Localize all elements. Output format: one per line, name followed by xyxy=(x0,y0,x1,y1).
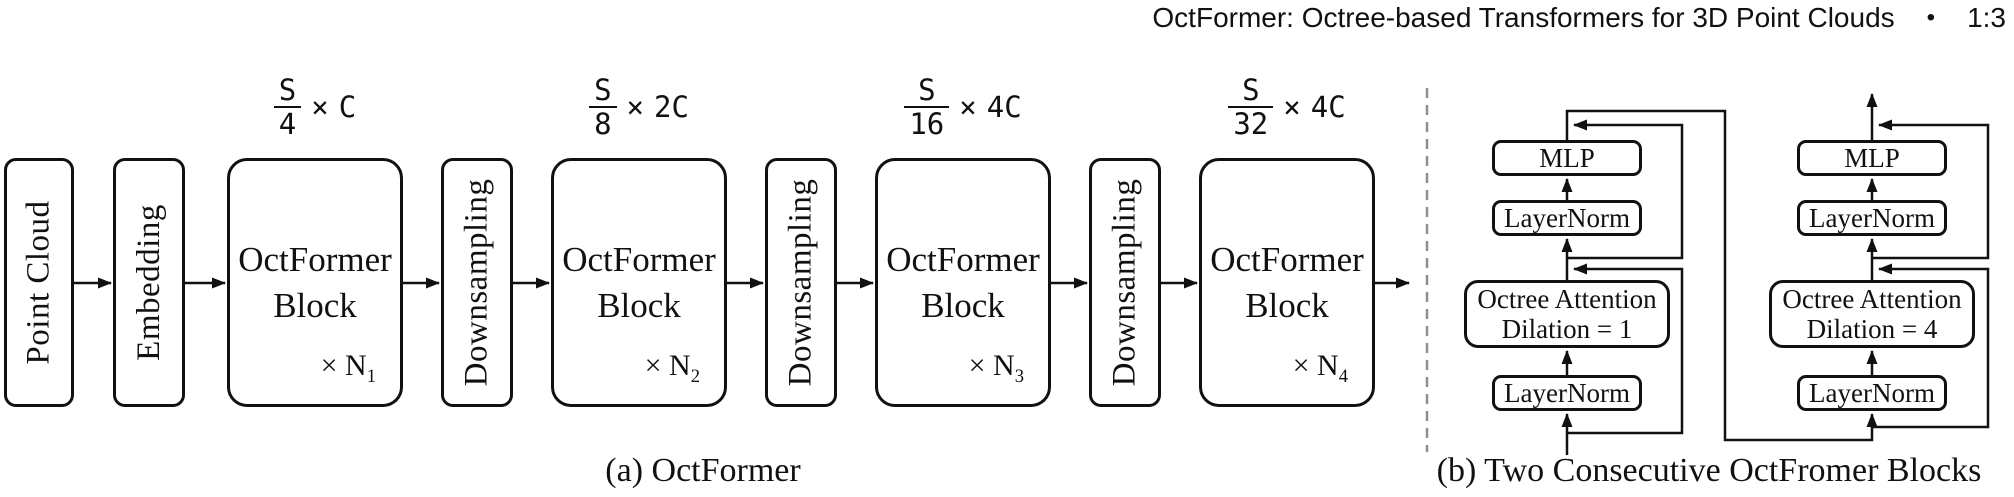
page-number: 1:3 xyxy=(1967,2,2006,33)
octformer-block-1: OctFormer Block × N1 xyxy=(227,158,403,407)
mlp-label: MLP xyxy=(1539,142,1595,173)
block-repeat-label: × N3 xyxy=(969,349,1024,388)
layernorm-label: LayerNorm xyxy=(1809,377,1935,408)
scale-label-2: S 8 × 2C xyxy=(549,62,729,152)
b-right-attention-box: Octree Attention Dilation = 4 xyxy=(1769,280,1975,348)
octformer-block-2: OctFormer Block × N2 xyxy=(551,158,727,407)
repeat-subscript: 2 xyxy=(690,366,700,387)
embedding-box: Embedding xyxy=(113,158,185,407)
block-label-line1: OctFormer xyxy=(886,239,1040,279)
b-right-layernorm-bottom-box: LayerNorm xyxy=(1797,375,1947,411)
block-label-line2: Block xyxy=(597,285,681,325)
octformer-block-3: OctFormer Block × N3 xyxy=(875,158,1051,407)
fraction-4: S 32 xyxy=(1228,73,1274,139)
layernorm-label: LayerNorm xyxy=(1504,377,1630,408)
b-right-residual-mlp xyxy=(1872,119,1990,260)
downsampling-label: Downsampling xyxy=(458,178,495,387)
b-left-layernorm-bottom-box: LayerNorm xyxy=(1492,375,1642,411)
fraction-numerator: S xyxy=(1242,73,1260,108)
attention-label-line1: Octree Attention xyxy=(1477,284,1657,314)
scale-label-3: S 16 × 4C xyxy=(873,62,1053,152)
block-label-line2: Block xyxy=(273,285,357,325)
repeat-subscript: 3 xyxy=(1014,366,1024,387)
octformer-block-4: OctFormer Block × N4 xyxy=(1199,158,1375,407)
mlp-label: MLP xyxy=(1844,142,1900,173)
channel-label: 2C xyxy=(654,90,689,124)
repeat-text: × N xyxy=(1292,349,1339,382)
page-header: OctFormer: Octree-based Transformers for… xyxy=(1152,2,2006,34)
repeat-subscript: 1 xyxy=(366,366,376,387)
attention-label-line1: Octree Attention xyxy=(1782,284,1962,314)
downsampling-box-3: Downsampling xyxy=(1089,158,1161,407)
fraction-numerator: S xyxy=(594,73,612,108)
b-left-mlp-box: MLP xyxy=(1492,140,1642,176)
downsampling-label: Downsampling xyxy=(1106,178,1143,387)
caption-a: (a) OctFormer xyxy=(605,452,801,489)
channel-label: 4C xyxy=(986,90,1022,124)
b-right-wires xyxy=(1866,93,1990,429)
layernorm-label: LayerNorm xyxy=(1504,202,1630,233)
block-label-line1: OctFormer xyxy=(1210,239,1364,279)
b-left-wires xyxy=(1561,109,1878,455)
times-sign: × xyxy=(959,90,977,124)
fraction-numerator: S xyxy=(278,73,297,108)
block-label-line2: Block xyxy=(921,285,1005,325)
layernorm-label: LayerNorm xyxy=(1809,202,1935,233)
downsampling-label: Downsampling xyxy=(782,178,819,387)
fraction-denominator: 16 xyxy=(904,105,950,139)
fraction-3: S 16 xyxy=(904,73,950,139)
scale-label-1: S 4 × C xyxy=(225,62,405,152)
point-cloud-box: Point Cloud xyxy=(4,158,74,407)
attention-dilation-label: Dilation = 4 xyxy=(1806,314,1938,344)
separator-dot: • xyxy=(1926,4,1936,31)
downsampling-box-1: Downsampling xyxy=(441,158,513,407)
embedding-label: Embedding xyxy=(130,204,167,361)
block-repeat-label: × N1 xyxy=(321,349,376,388)
downsampling-box-2: Downsampling xyxy=(765,158,837,407)
times-sign: × xyxy=(626,90,644,124)
block-label-line1: OctFormer xyxy=(562,239,716,279)
times-sign: × xyxy=(311,90,329,124)
fraction-1: S 4 xyxy=(273,73,302,139)
fraction-denominator: 8 xyxy=(589,105,617,139)
scale-label-4: S 32 × 4C xyxy=(1197,62,1377,152)
repeat-text: × N xyxy=(644,349,691,382)
channel-label: C xyxy=(338,90,357,124)
b-left-attention-box: Octree Attention Dilation = 1 xyxy=(1464,280,1670,348)
repeat-text: × N xyxy=(320,349,367,382)
b-left-residual-attention xyxy=(1567,263,1684,435)
repeat-text: × N xyxy=(968,349,1015,382)
block-repeat-label: × N2 xyxy=(645,349,700,388)
b-right-residual-attention xyxy=(1872,263,1990,429)
attention-dilation-label: Dilation = 1 xyxy=(1501,314,1633,344)
times-sign: × xyxy=(1283,90,1301,124)
block-repeat-label: × N4 xyxy=(1293,349,1348,388)
caption-b: (b) Two Consecutive OctFromer Blocks xyxy=(1436,452,1982,489)
paper-title: OctFormer: Octree-based Transformers for… xyxy=(1152,2,1895,33)
block-label-line1: OctFormer xyxy=(238,239,392,279)
fraction-denominator: 32 xyxy=(1228,105,1274,139)
b-right-layernorm-top-box: LayerNorm xyxy=(1797,200,1947,236)
b-interblock-connection xyxy=(1565,109,1878,442)
block-label-line2: Block xyxy=(1245,285,1329,325)
b-right-mlp-box: MLP xyxy=(1797,140,1947,176)
fraction-numerator: S xyxy=(918,73,936,108)
point-cloud-label: Point Cloud xyxy=(20,200,57,365)
fraction-denominator: 4 xyxy=(273,105,302,139)
b-left-residual-mlp xyxy=(1567,119,1684,260)
channel-label: 4C xyxy=(1310,90,1346,124)
b-left-layernorm-top-box: LayerNorm xyxy=(1492,200,1642,236)
fraction-2: S 8 xyxy=(589,73,617,139)
repeat-subscript: 4 xyxy=(1338,366,1348,387)
